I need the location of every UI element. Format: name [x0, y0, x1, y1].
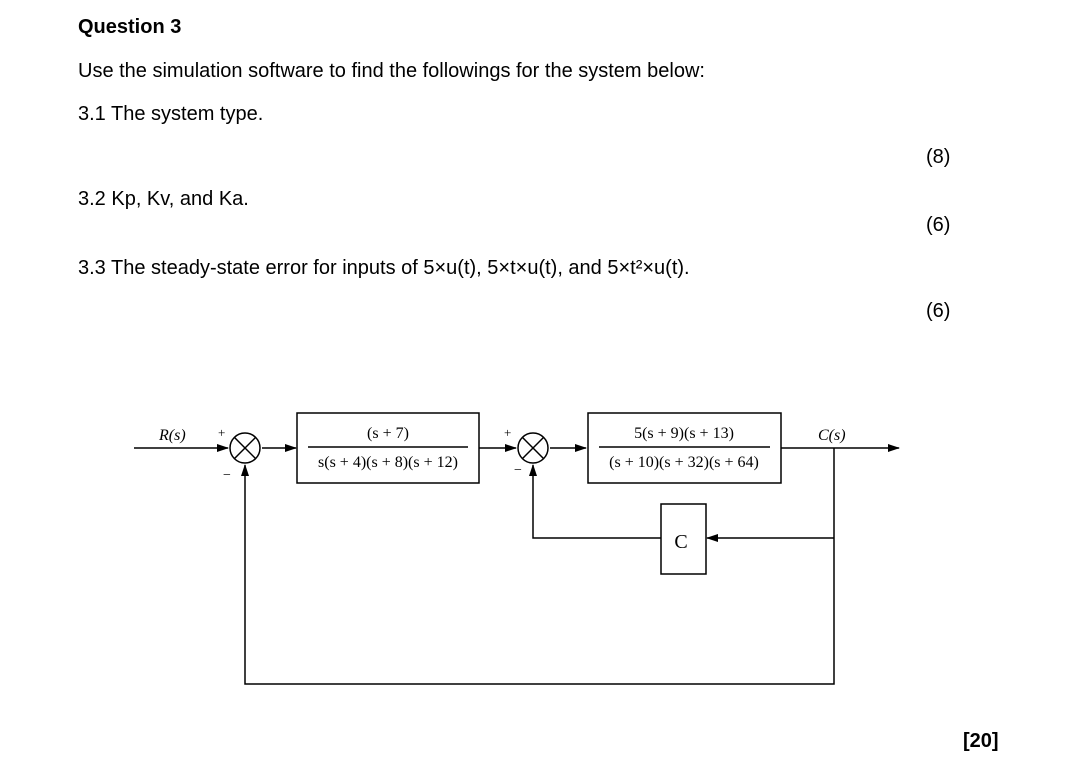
block-2-numerator: 5(s + 9)(s + 13) — [634, 425, 734, 442]
part-3-3-text: 3.3 The steady-state error for inputs of… — [78, 257, 690, 279]
part-3-2-marks: (6) — [926, 214, 951, 236]
part-3-1-marks: (8) — [926, 146, 951, 168]
block-2-denominator: (s + 10)(s + 32)(s + 64) — [609, 454, 759, 471]
inner-feedback-from-c-line — [529, 464, 661, 539]
sum1-minus-sign: − — [223, 468, 231, 483]
part-3-1-text: 3.1 The system type. — [78, 103, 264, 125]
forward-block-1 — [296, 412, 480, 484]
total-marks: [20] — [963, 730, 999, 752]
forward-block-2 — [587, 412, 782, 484]
question-intro: Use the simulation software to find the … — [78, 60, 705, 82]
feedback-block-label: C — [674, 531, 687, 553]
block-1-numerator: (s + 7) — [367, 425, 409, 442]
sum2-minus-sign: − — [514, 463, 522, 478]
sum2-plus-sign: + — [504, 425, 511, 440]
sum1-plus-sign: + — [218, 425, 225, 440]
part-3-3-marks: (6) — [926, 300, 951, 322]
block-1-denominator: s(s + 4)(s + 8)(s + 12) — [318, 454, 458, 471]
input-label: R(s) — [158, 427, 186, 444]
output-label: C(s) — [818, 427, 846, 444]
question-title: Question 3 — [78, 16, 182, 38]
summing-junction-2 — [517, 432, 549, 464]
part-3-2-text: 3.2 Kp, Kv, and Ka. — [78, 188, 249, 210]
outer-feedback-loop — [241, 448, 835, 685]
summing-junction-1 — [229, 432, 261, 464]
